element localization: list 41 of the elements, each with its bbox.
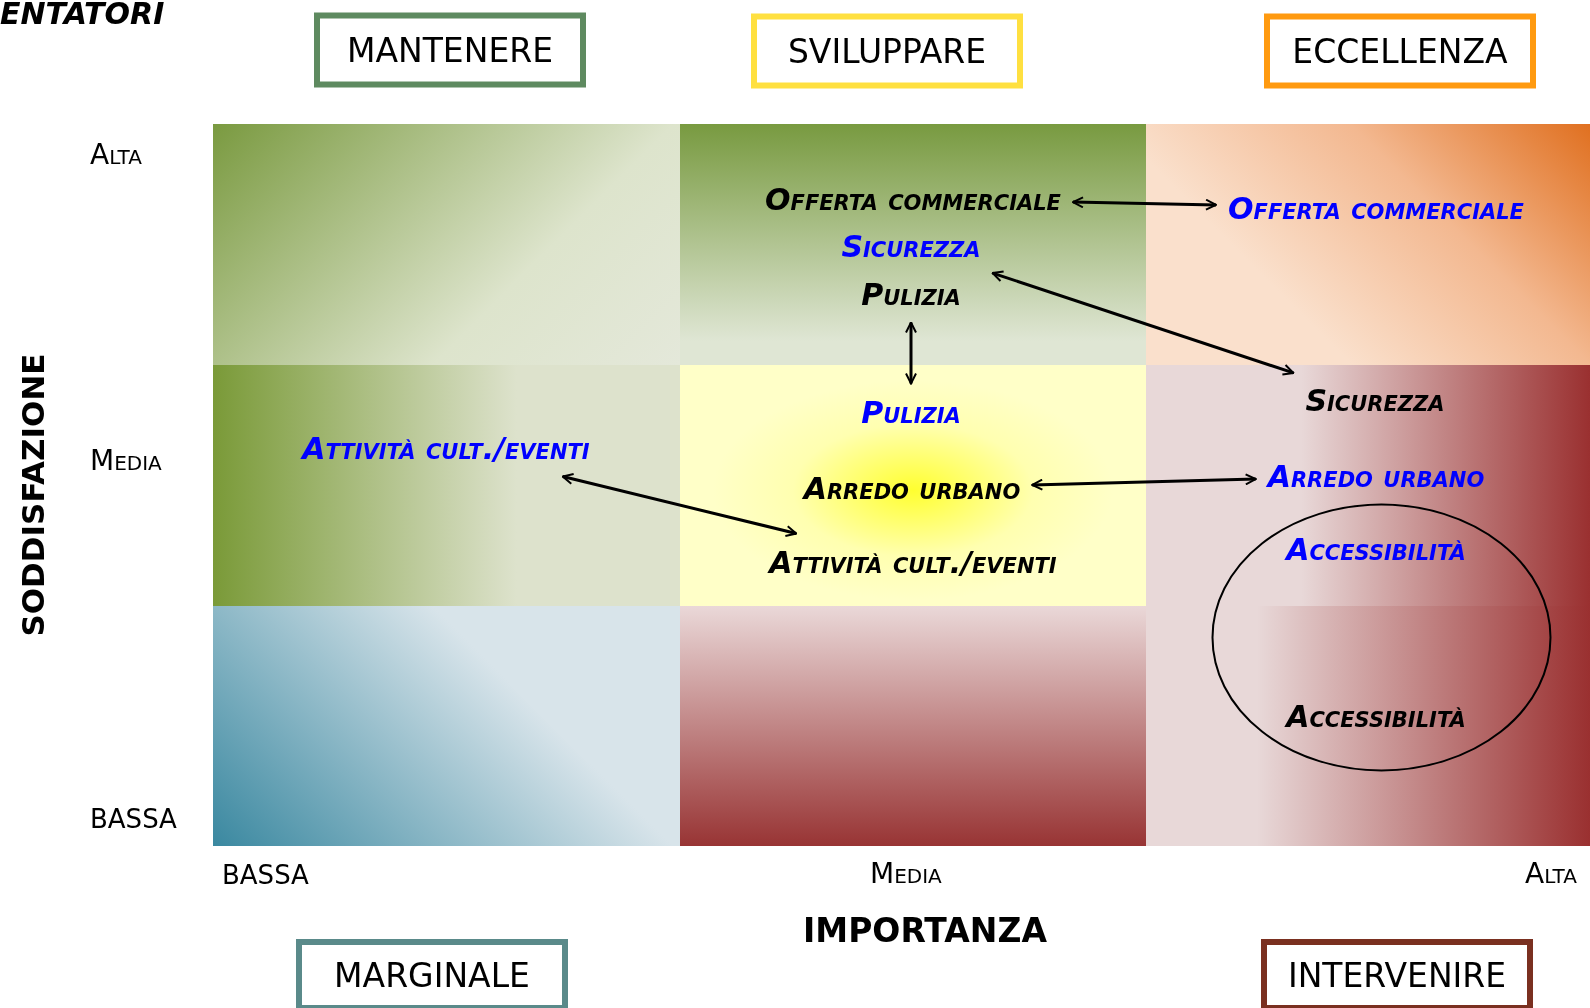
factor-label: Arredo urbano xyxy=(1267,459,1485,493)
factor-label: Attività cult./eventi xyxy=(769,545,1057,579)
factor-label: Sicurezza xyxy=(841,229,981,263)
factor-label: Arredo urbano xyxy=(803,471,1021,505)
axis-tick-label: Media xyxy=(90,444,162,477)
double-arrow xyxy=(1031,473,1257,491)
axis-tick-label: Alta xyxy=(90,138,142,171)
quadrant-label-box: SVILUPPARE xyxy=(751,13,1023,89)
quadrant-label-box: MANTENERE xyxy=(314,12,586,88)
matrix-cell xyxy=(1146,365,1590,606)
highlight-ellipse xyxy=(1211,503,1552,772)
axis-tick-label: BASSA xyxy=(222,860,309,890)
factor-label: Pulizia xyxy=(861,277,961,311)
matrix-cell xyxy=(1146,124,1590,365)
factor-label: Accessibilità xyxy=(1286,532,1466,566)
factor-label: Attività cult./eventi xyxy=(302,431,590,465)
axis-title: SODDISFAZIONE xyxy=(15,353,51,637)
factor-label: Offerta commerciale xyxy=(1228,191,1524,225)
axis-tick-label: Alta xyxy=(1525,857,1577,890)
axis-tick-label: Media xyxy=(870,857,942,890)
quadrant-label-box: ECCELLENZA xyxy=(1264,13,1536,89)
matrix-cell xyxy=(213,365,680,606)
matrix-cell xyxy=(680,365,1146,606)
quadrant-label-box: MARGINALE xyxy=(296,939,568,1008)
double-arrow xyxy=(991,270,1295,376)
quadrant-label-box: INTERVENIRE xyxy=(1261,939,1533,1008)
axis-tick-label: BASSA xyxy=(90,804,177,834)
matrix-cell xyxy=(680,124,1146,365)
factor-label: Offerta commerciale xyxy=(765,182,1061,216)
matrix-cell xyxy=(213,606,680,846)
double-arrow xyxy=(1071,196,1218,211)
heading-fragment: ENTATORI xyxy=(0,0,165,31)
factor-label: Pulizia xyxy=(861,395,961,429)
matrix-cell xyxy=(213,124,680,365)
factor-label: Sicurezza xyxy=(1305,383,1445,417)
double-arrow xyxy=(561,473,798,537)
matrix-cell xyxy=(1146,606,1590,846)
double-arrow xyxy=(905,321,917,385)
matrix-cell xyxy=(680,606,1146,846)
factor-label: Accessibilità xyxy=(1286,699,1466,733)
axis-title: IMPORTANZA xyxy=(803,910,1047,950)
